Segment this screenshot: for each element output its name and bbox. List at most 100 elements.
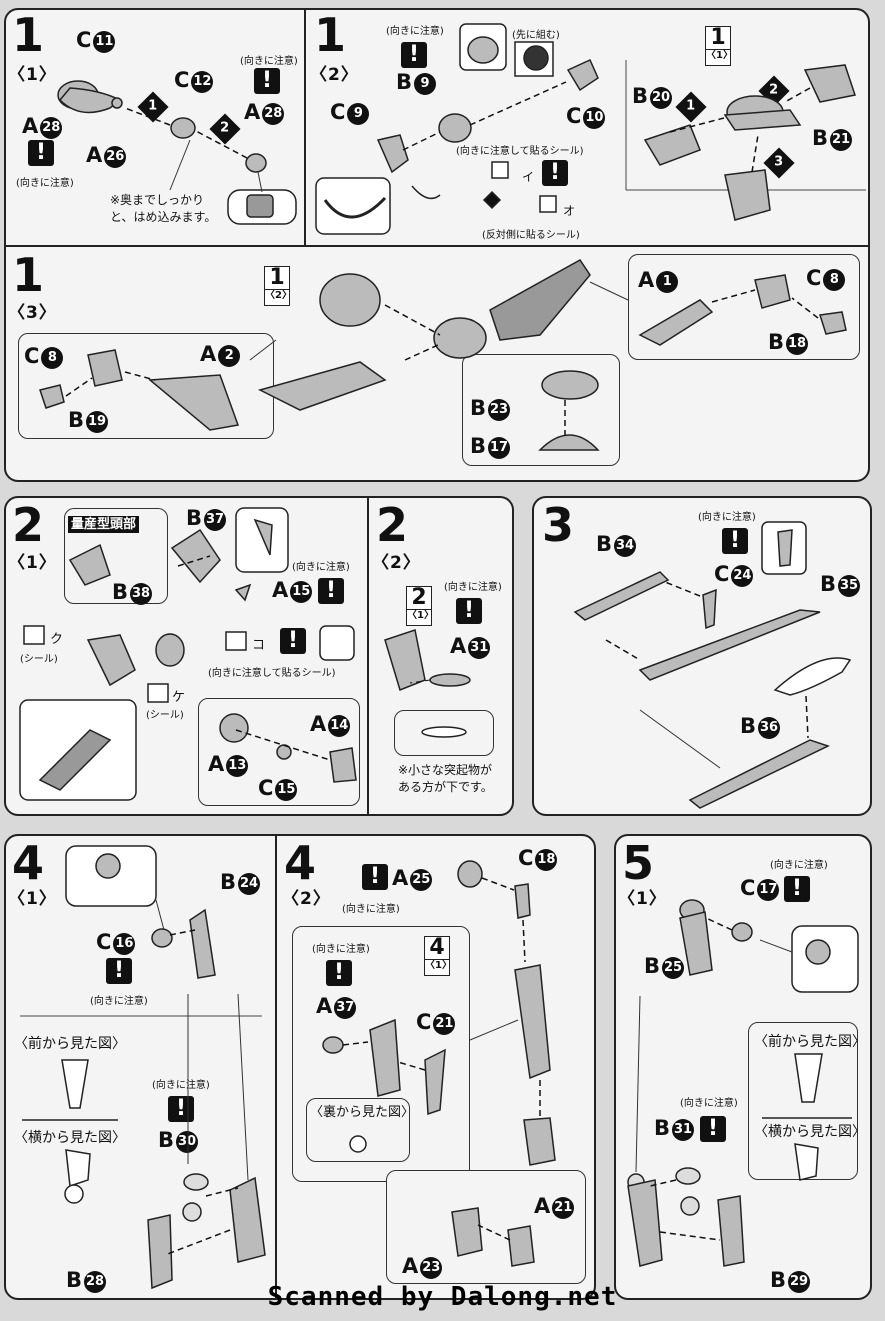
sticker-label-ko: コ (252, 638, 266, 653)
front-view-label: 〈前から見た図〉 (754, 1034, 866, 1050)
caution-icon: ! (28, 140, 54, 166)
caution-icon: ! (542, 160, 568, 186)
substep-label: 〈1〉 (8, 889, 57, 909)
sticker-caution-note: (向きに注意して貼るシール) (456, 146, 584, 157)
seal-note: (シール) (146, 710, 184, 721)
front-view-label: 〈前から見た図〉 (14, 1036, 126, 1052)
caution-note: (向きに注意) (698, 512, 756, 523)
ref-step-1-2: 1〈2〉 (264, 266, 292, 306)
caution-note: (向きに注意) (312, 944, 370, 955)
caution-note: (向きに注意) (770, 860, 828, 871)
seal-note: (シール) (20, 654, 58, 665)
step-number: 4 (284, 836, 317, 890)
step-number: 3 (542, 498, 575, 552)
caution-note: (向きに注意) (240, 56, 298, 67)
ref-step-2-1: 2〈1〉 (406, 586, 434, 626)
caution-note: (向きに注意) (342, 904, 400, 915)
caution-icon: ! (401, 42, 427, 68)
caution-icon: ! (280, 628, 306, 654)
step-number: 5 (622, 836, 655, 890)
caution-icon: ! (106, 958, 132, 984)
assemble-first-note: (先に組む) (512, 30, 560, 41)
back-view-label: 〈裏から見た図〉 (310, 1105, 415, 1120)
substep-label: 〈2〉 (282, 889, 331, 909)
substep-label: 〈1〉 (8, 553, 57, 573)
substep-label: 〈1〉 (8, 65, 57, 85)
caution-icon: ! (318, 578, 344, 604)
caution-icon: ! (700, 1116, 726, 1142)
substep-label: 〈2〉 (372, 553, 421, 573)
substep-label: 〈3〉 (8, 303, 57, 323)
caution-note: (向きに注意) (152, 1080, 210, 1091)
caution-icon: ! (362, 864, 388, 890)
caution-icon: ! (784, 876, 810, 902)
caution-icon: ! (326, 960, 352, 986)
small-bump-note: ※小さな突起物がある方が下です。 (398, 763, 493, 794)
ref-step-4-1: 4〈1〉 (424, 936, 452, 976)
caution-icon: ! (456, 598, 482, 624)
side-view-label: 〈横から見た図〉 (754, 1124, 866, 1140)
step-number: 2 (376, 498, 409, 552)
hand-assembly-box (386, 1170, 586, 1284)
scan-credit: Scanned by Dalong.net (267, 1282, 618, 1312)
caution-note: (向きに注意) (16, 178, 74, 189)
mass-head-label: 量産型頭部 (68, 516, 140, 533)
caution-note: (向きに注意) (90, 996, 148, 1007)
arm-joint-part (57, 80, 297, 225)
sticker-label-ku: ク (50, 632, 64, 647)
sticker-label-ke: ケ (172, 690, 186, 705)
sticker-label-o: オ (563, 204, 576, 218)
caution-note: (向きに注意) (444, 582, 502, 593)
caution-note: (向きに注意) (292, 562, 350, 573)
step-number: 2 (12, 498, 45, 552)
press-fully-note: ※奥までしっかりと、はめ込みます。 (110, 193, 217, 224)
